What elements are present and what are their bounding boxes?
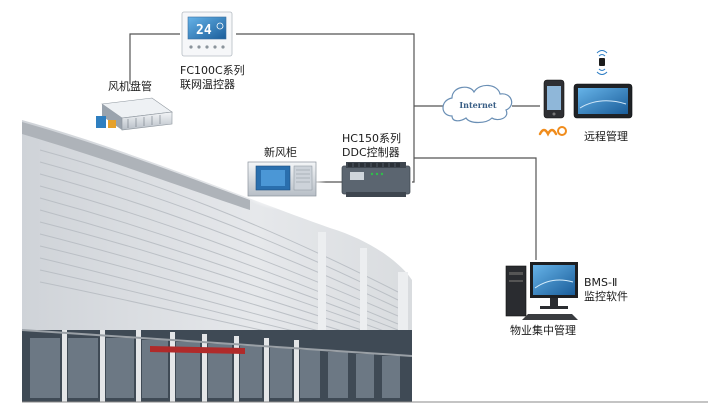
remote-management-label: 远程管理 bbox=[584, 130, 628, 143]
connection-lines bbox=[129, 33, 540, 260]
property-management-label: 物业集中管理 bbox=[510, 324, 576, 337]
bms-label-line2: 监控软件 bbox=[584, 290, 628, 303]
carrier-logo bbox=[538, 126, 567, 137]
thermostat-label-line2: 联网温控器 bbox=[180, 78, 235, 91]
thermostat-reading: 24 bbox=[196, 23, 212, 38]
thermostat-label-line1: FC100C系列 bbox=[180, 64, 245, 77]
wireless-signal-icon bbox=[596, 50, 608, 75]
tablet-device bbox=[573, 83, 633, 119]
ddc-controller bbox=[341, 162, 411, 197]
building-illustration bbox=[21, 120, 413, 402]
fan-coil-label: 风机盘管 bbox=[108, 80, 152, 93]
internet-cloud: Internet bbox=[442, 84, 513, 124]
link-thermostat-ddc bbox=[236, 33, 415, 183]
link-fancoil-thermostat bbox=[129, 33, 180, 84]
fan-coil-unit bbox=[88, 88, 184, 148]
ddc-label-line2: DDC控制器 bbox=[342, 146, 400, 159]
link-to-bms bbox=[414, 157, 537, 260]
bms-label-line1: BMS-Ⅱ bbox=[584, 276, 618, 289]
fan-icon bbox=[216, 22, 224, 30]
thermostat-device: 24 bbox=[181, 11, 233, 57]
fresh-air-label: 新风柜 bbox=[264, 146, 297, 159]
ddc-label-line1: HC150系列 bbox=[342, 132, 401, 145]
fresh-air-cabinet bbox=[238, 154, 326, 210]
smartphone-device bbox=[543, 79, 565, 119]
desktop-computer bbox=[505, 262, 578, 320]
internet-label: Internet bbox=[459, 100, 496, 110]
